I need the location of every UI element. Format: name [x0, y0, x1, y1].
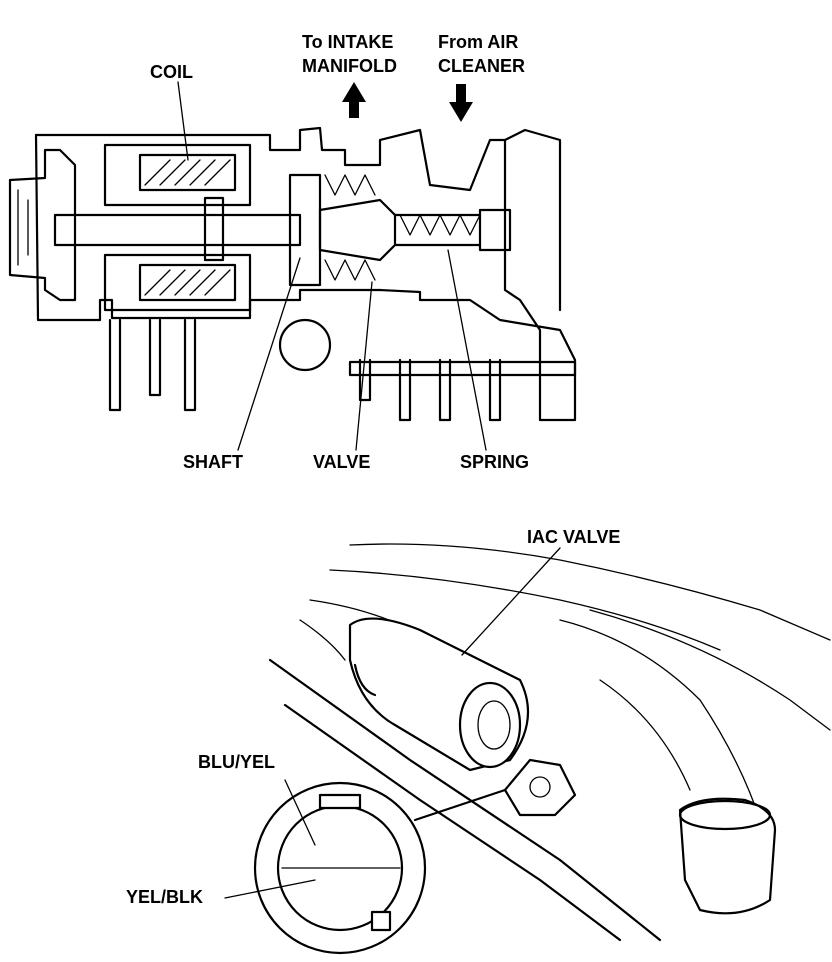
housing-outline: [34, 128, 577, 422]
blu-yel-leader: [284, 779, 316, 846]
yel-blk-label: YEL/BLK: [126, 887, 203, 907]
from-air-arrow: [449, 84, 473, 122]
connector-on-engine: [503, 758, 577, 817]
connector-key-bottom: [370, 910, 392, 932]
from-air-label-line2: CLEANER: [438, 56, 525, 76]
to-intake-label-line1: To INTAKE: [302, 32, 393, 52]
iac-valve-end: [458, 681, 522, 769]
iac-valve-leader: [461, 547, 561, 656]
spring-label: SPRING: [460, 452, 529, 472]
shaft: [53, 213, 302, 247]
iac-cross-section: [8, 126, 577, 422]
valve-label: VALVE: [313, 452, 370, 472]
shaft-label: SHAFT: [183, 452, 243, 472]
connector-detail: [253, 781, 427, 955]
blu-yel-label: BLU/YEL: [198, 752, 275, 772]
iac-valve-label: IAC VALVE: [527, 527, 620, 547]
from-air-label-line1: From AIR: [438, 32, 518, 52]
valve-leader: [355, 281, 373, 451]
coil-lower: [138, 263, 237, 302]
spring: [399, 214, 481, 236]
yel-blk-leader: [224, 879, 316, 899]
cylinder-bottom-right: [678, 797, 777, 915]
valve-body: [318, 198, 397, 262]
to-intake-arrow: [342, 82, 366, 118]
zoom-connector-line: [413, 788, 507, 822]
left-cap: [8, 148, 77, 302]
port-circle: [278, 318, 332, 372]
spring-leader: [447, 249, 487, 451]
connector-key-top: [318, 793, 362, 810]
legs-right: [358, 358, 502, 422]
legs-left: [108, 318, 197, 412]
coil-leader: [177, 81, 189, 161]
coil-label: COIL: [150, 62, 193, 82]
to-intake-label-line2: MANIFOLD: [302, 56, 397, 76]
engine-bay-illustration: [268, 543, 831, 942]
shaft-leader: [237, 257, 301, 451]
